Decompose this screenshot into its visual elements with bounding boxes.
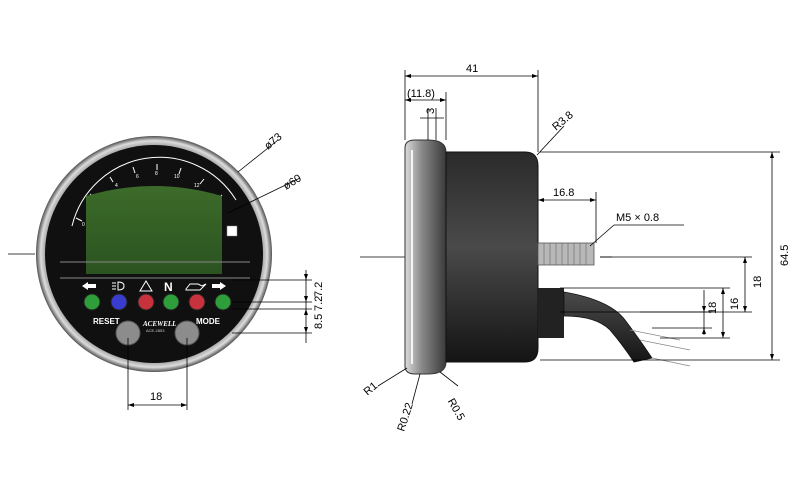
dim-r05-label: R0.5	[445, 397, 467, 423]
indicator-symbols: N	[82, 280, 226, 294]
mode-label: MODE	[196, 317, 221, 326]
dim-r1-label: R1	[362, 380, 380, 398]
dim-r38: R3.8	[536, 109, 576, 156]
svg-text:6: 6	[136, 174, 139, 180]
cable-grommet	[538, 288, 564, 338]
indicator-light-warning	[137, 293, 155, 311]
dim-buttons-a-label: 8.5	[313, 314, 325, 329]
side-view: 41 (11.8) 3 R3.8 16.8	[360, 63, 791, 433]
dim-thread-label: M5 × 0.8	[616, 212, 659, 224]
lcd-indicator-square	[226, 225, 238, 237]
mounting-stud	[537, 242, 595, 266]
dim-indicator-row-label: 7.2	[313, 282, 325, 297]
stud-thread	[543, 243, 587, 265]
cable	[563, 291, 653, 363]
dim-button-spacing-label: 18	[150, 391, 162, 403]
svg-text:12: 12	[194, 183, 200, 189]
dim-buttons-b-label: 7.2	[313, 296, 325, 311]
gauge-body	[445, 151, 539, 363]
dim-16-label: 16	[729, 298, 741, 310]
dim-height: 64.5	[540, 151, 791, 361]
reset-label: RESET	[93, 317, 120, 326]
model-label: ACE-2853	[146, 328, 165, 333]
indicator-light-turn-left	[83, 293, 101, 311]
dim-inner-diameter-label: ø60	[281, 172, 303, 192]
dim-r05: R0.5	[439, 371, 467, 423]
svg-text:10: 10	[174, 174, 180, 180]
indicator-lights	[83, 293, 232, 311]
dim-stud-offset-label: 16.8	[553, 187, 574, 199]
indicator-light-high-beam	[110, 293, 128, 311]
indicator-light-neutral	[162, 293, 180, 311]
dim-r022: R0.22	[395, 373, 421, 433]
dim-18-inner: 18	[640, 290, 719, 335]
brand-logo: ACEWELL	[142, 320, 176, 328]
lcd-display	[86, 186, 222, 274]
turn-right-icon	[212, 282, 226, 290]
dim-bezel-depth: (11.8)	[405, 88, 447, 140]
indicator-light-turn-right	[214, 293, 232, 311]
dim-lip: 3	[420, 108, 444, 140]
indicator-light-oil	[188, 293, 206, 311]
dim-lip-label: 3	[425, 108, 437, 114]
dim-r38-label: R3.8	[550, 109, 576, 133]
dim-front-right-stack: 7.2 8.5 7.2	[232, 270, 325, 343]
turn-left-icon	[82, 282, 96, 290]
high-beam-icon	[112, 281, 125, 291]
svg-text:8: 8	[155, 171, 158, 177]
dim-button-spacing: 18	[127, 338, 188, 410]
front-view: 0 2 4 6 8 10 12 14	[8, 131, 325, 410]
dim-outer-diameter-label: ø73	[262, 131, 284, 152]
face-content: 0 2 4 6 8 10 12 14	[60, 156, 250, 279]
oil-pressure-icon	[185, 283, 207, 291]
dim-outer-diameter: ø73	[237, 131, 284, 173]
svg-text:4: 4	[115, 183, 118, 189]
tach-arc	[71, 156, 237, 227]
dim-18-inner-label: 18	[707, 302, 719, 314]
dim-18-right-label: 18	[752, 276, 764, 288]
dim-bezel-depth-label: (11.8)	[407, 88, 435, 100]
warning-icon	[139, 280, 153, 292]
dim-stud-offset: 16.8	[538, 187, 597, 243]
dim-height-label: 64.5	[779, 245, 791, 266]
dim-r022-label: R0.22	[395, 401, 415, 433]
svg-text:0: 0	[82, 222, 85, 228]
dim-16: 16	[560, 287, 741, 339]
neutral-label: N	[164, 280, 173, 294]
dim-overall-depth: 41	[404, 63, 539, 152]
dim-thread: M5 × 0.8	[589, 212, 684, 247]
dim-r1: R1	[362, 367, 408, 398]
dim-overall-depth-label: 41	[466, 63, 478, 75]
